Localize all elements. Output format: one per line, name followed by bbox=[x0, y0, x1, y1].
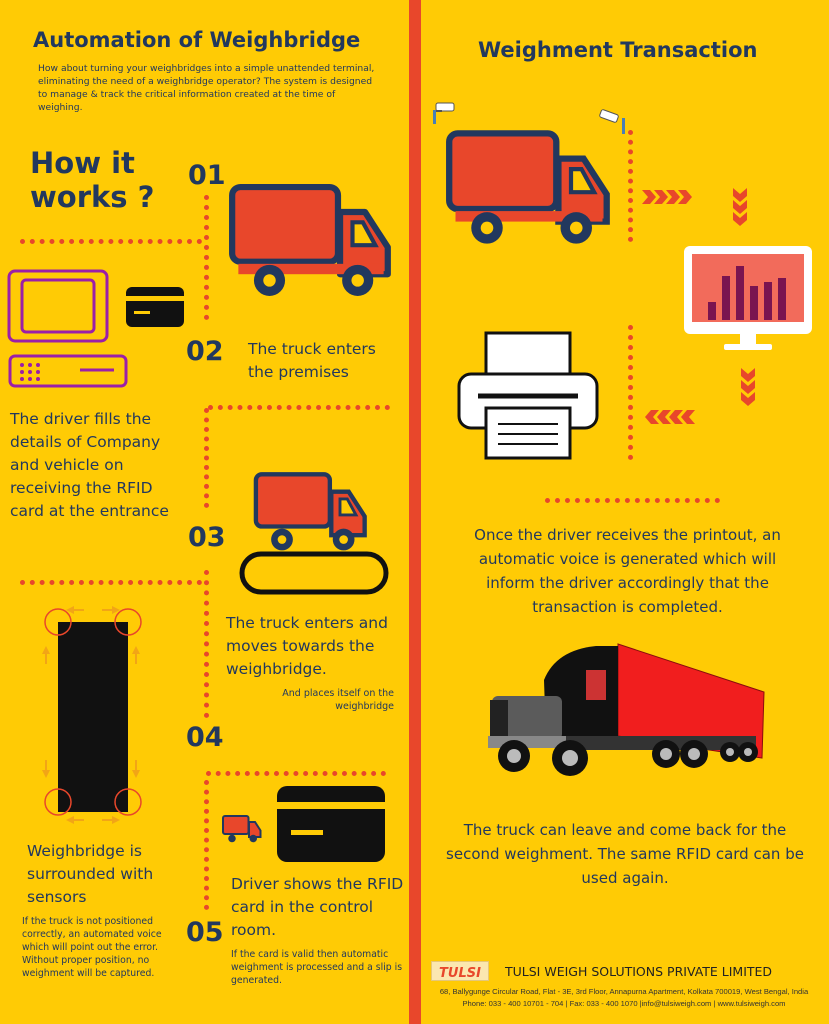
truck-icon bbox=[446, 130, 610, 244]
dotted-line bbox=[20, 239, 202, 244]
company-contact: Phone: 033 - 400 10701 - 704 | Fax: 033 … bbox=[462, 999, 786, 1008]
company-logo: TULSI bbox=[431, 961, 489, 981]
dotted-line bbox=[204, 570, 209, 718]
step-05-text: Driver shows the RFID card in the contro… bbox=[231, 875, 404, 939]
step-04-block: Weighbridge is surrounded with sensors I… bbox=[22, 840, 194, 980]
step-05-note: If the card is valid then automatic weig… bbox=[231, 949, 403, 986]
step-number-02: 02 bbox=[186, 336, 224, 367]
monitor-chart-icon bbox=[684, 246, 812, 350]
rfid-card-large-icon bbox=[277, 786, 385, 862]
weighbridge-sensors-icon bbox=[42, 606, 142, 824]
arrow-right-icon bbox=[642, 190, 692, 204]
step-number-01: 01 bbox=[188, 160, 226, 191]
dotted-line bbox=[204, 195, 209, 320]
rfid-card-icon bbox=[126, 287, 184, 327]
semi-truck-icon bbox=[488, 643, 765, 776]
dotted-line bbox=[545, 498, 720, 503]
dotted-line bbox=[20, 580, 202, 585]
printer-icon bbox=[457, 331, 599, 460]
arrow-down-icon bbox=[741, 368, 755, 406]
camera-icon bbox=[599, 109, 625, 134]
how-line-2: works ? bbox=[30, 180, 155, 214]
truck-icon bbox=[229, 183, 391, 296]
company-footer-details: 68, Ballygunge Circular Road, Flat - 3E,… bbox=[419, 986, 829, 1010]
step-04-side-text: Weighbridge is surrounded with sensors bbox=[27, 842, 154, 906]
step-03-block: The truck enters and moves towards the w… bbox=[226, 612, 406, 713]
step-02-text: The truck enters the premises bbox=[248, 340, 376, 381]
dotted-line bbox=[204, 780, 209, 910]
company-address: 68, Ballygunge Circular Road, Flat - 3E,… bbox=[439, 987, 809, 996]
truck-on-weighbridge-icon bbox=[239, 472, 389, 595]
dotted-line bbox=[208, 405, 390, 410]
intro-text: How about turning your weighbridges into… bbox=[38, 63, 375, 113]
arrow-left-icon bbox=[645, 410, 695, 424]
step-number-05: 05 bbox=[186, 917, 224, 948]
step-03-text: The truck enters and moves towards the w… bbox=[226, 614, 388, 678]
computer-icon bbox=[7, 269, 128, 388]
arrow-down-icon bbox=[733, 188, 747, 226]
dotted-line bbox=[206, 771, 386, 776]
step-03-note: And places itself on the weighbridge bbox=[282, 688, 394, 712]
center-divider bbox=[409, 0, 421, 1024]
dotted-line bbox=[628, 130, 633, 242]
camera-icon bbox=[433, 102, 455, 124]
small-truck-icon bbox=[222, 815, 262, 843]
step-number-04: 04 bbox=[186, 722, 224, 753]
company-name: TULSI WEIGH SOLUTIONS PRIVATE LIMITED bbox=[505, 964, 773, 979]
left-title: Automation of Weighbridge bbox=[33, 28, 361, 52]
how-line-1: How it bbox=[30, 146, 135, 180]
leave-text: The truck can leave and come back for th… bbox=[446, 821, 804, 887]
dotted-line bbox=[204, 408, 209, 508]
step-number-03: 03 bbox=[188, 522, 226, 553]
logo-text: TULSI bbox=[439, 966, 481, 981]
right-title: Weighment Transaction bbox=[478, 38, 758, 62]
dotted-line bbox=[628, 325, 633, 460]
step-02-side-text: The driver fills the details of Company … bbox=[10, 410, 169, 520]
step-05-block: Driver shows the RFID card in the contro… bbox=[231, 873, 406, 987]
printout-text: Once the driver receives the printout, a… bbox=[474, 526, 781, 616]
step-04-note: If the truck is not positioned correctly… bbox=[22, 916, 162, 979]
